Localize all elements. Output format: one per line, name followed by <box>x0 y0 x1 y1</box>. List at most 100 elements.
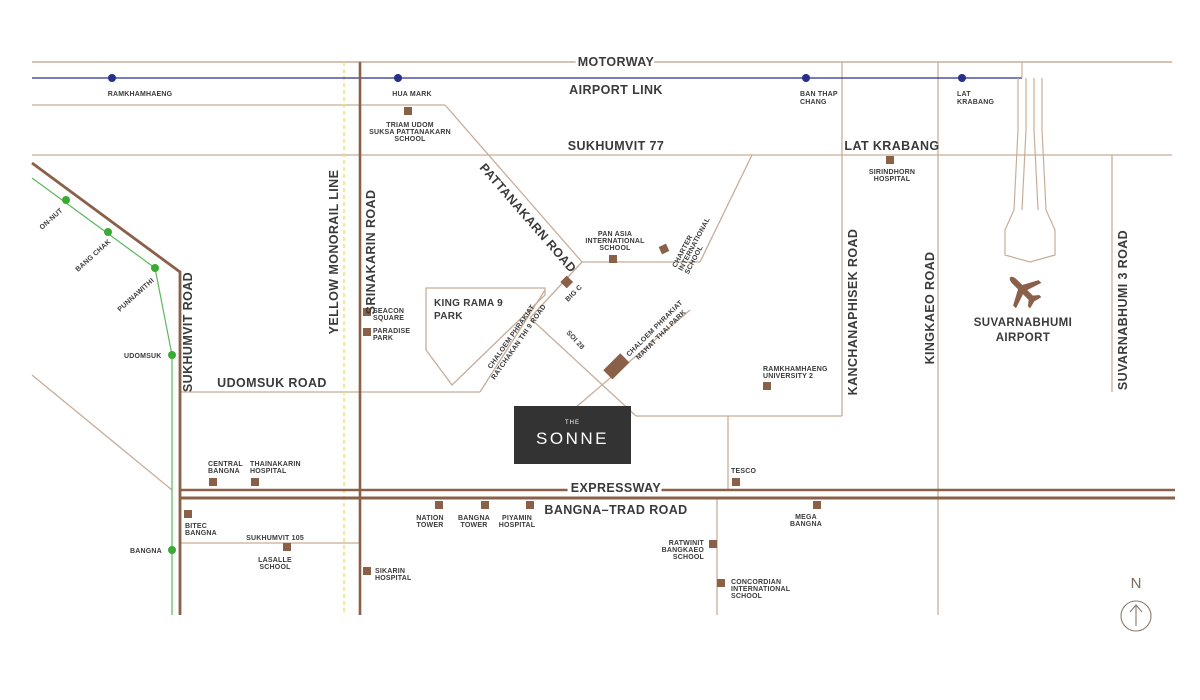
poi-pan-asia-label-2: INTERNATIONAL <box>585 238 645 245</box>
poi-bangna-tower-label-1: BANGNA <box>458 515 490 522</box>
poi-ratwinit-label-2: BANGKAEO <box>662 547 705 554</box>
poi-ratwinit-label-3: SCHOOL <box>673 554 705 561</box>
poi-central-label-2: BANGNA <box>208 468 240 475</box>
chaloem-maha-label-1: CHALOEM PHRAKIAT <box>626 299 685 358</box>
station-on-nut <box>62 196 70 204</box>
soi-28-label: SOI 28 <box>565 330 586 352</box>
poi-paradise-label-1: PARADISE <box>373 328 410 335</box>
poi-paradise-label-2: PARK <box>373 335 393 342</box>
poi-nation-label-1: NATION <box>416 515 444 522</box>
station-udomsuk <box>168 351 176 359</box>
poi-ramkhamhaeng-u2-label-1: RAMKHAMHAENG <box>763 366 828 373</box>
chaloem-maha-road <box>574 309 691 409</box>
lat-krabang-label: LAT KRABANG <box>844 139 939 153</box>
poi-big-c <box>560 275 574 289</box>
poi-seacon <box>363 308 371 316</box>
sukhumvit-105-label: SUKHUMVIT 105 <box>246 535 304 542</box>
poi-bitec-label-1: BITEC <box>185 523 207 530</box>
the-sonne-marker[interactable]: THE SONNE <box>514 406 631 464</box>
airport-label-1: SUVARNABHUMI <box>974 317 1073 329</box>
poi-charter <box>658 243 670 255</box>
poi-concordian-label-1: CONCORDIAN <box>731 579 781 586</box>
station-ramkhamhaeng <box>108 74 116 82</box>
udomsuk-road-label: UDOMSUK ROAD <box>217 376 327 390</box>
major-roads <box>31 62 1175 615</box>
station-punnawithi-label: PUNNAWITHI <box>117 277 156 313</box>
poi-lasalle-label-2: SCHOOL <box>259 564 291 571</box>
station-ban-thap-chang-label-1: BAN THAP <box>800 91 838 98</box>
airport-label-2: AIRPORT <box>996 332 1051 344</box>
station-ban-thap-chang <box>802 74 810 82</box>
poi-piyamin <box>526 501 534 509</box>
poi-thainakarin-label-1: THAINAKARIN <box>250 461 301 468</box>
poi-nation-label-2: TOWER <box>417 522 444 529</box>
yellow-monorail-label: YELLOW MONORAIL LINE <box>327 170 341 335</box>
station-lat-krabang-label-1: LAT <box>957 91 971 98</box>
pattanakarn-road <box>444 104 583 263</box>
compass-label: N <box>1131 575 1142 592</box>
sukhumvit-77-label: SUKHUMVIT 77 <box>568 139 664 153</box>
poi-nation-tower <box>435 501 443 509</box>
pattanakarn-label: PATTANAKARN ROAD <box>477 161 579 276</box>
suvarnabhumi-3-label: SUVARNABHUMI 3 ROAD <box>1116 230 1130 390</box>
station-lat-krabang-label-2: KRABANG <box>957 99 995 106</box>
poi-tesco-label: TESCO <box>731 468 756 475</box>
station-lat-krabang <box>958 74 966 82</box>
soi-28-road <box>529 317 637 417</box>
poi-tesco <box>732 478 740 486</box>
station-bang-chak <box>104 228 112 236</box>
poi-concordian-label-3: SCHOOL <box>731 593 763 600</box>
compass: N <box>1120 575 1152 632</box>
station-udomsuk-label: UDOMSUK <box>124 353 162 360</box>
expressway-label: EXPRESSWAY <box>571 481 662 495</box>
srinakarin-label: SRINAKARIN ROAD <box>364 190 378 315</box>
kingkaeo-label: KINGKAEO ROAD <box>923 252 937 365</box>
kanchanaphisek-label: KANCHANAPHISEK ROAD <box>846 229 860 396</box>
station-punnawithi <box>151 264 159 272</box>
station-ramkhamhaeng-label: RAMKHAMHAENG <box>108 91 173 98</box>
station-bangna-label: BANGNA <box>130 548 162 555</box>
poi-sirindhorn <box>886 156 894 164</box>
poi-bangna-tower <box>481 501 489 509</box>
poi-lasalle <box>283 543 291 551</box>
charter-road <box>699 154 753 263</box>
poi-mega-label-2: BANGNA <box>790 521 822 528</box>
poi-central-bangna <box>209 478 217 486</box>
chaloem-ratchakan-label-2: RATCHAKAN THI 9 ROAD <box>491 304 548 382</box>
poi-concordian <box>717 579 725 587</box>
airport-runway <box>1004 62 1056 263</box>
poi-lasalle-label-1: LASALLE <box>258 557 292 564</box>
poi-bangna-tower-label-2: TOWER <box>461 522 488 529</box>
brand-prefix: THE <box>565 420 580 426</box>
poi-piyamin-label-2: HOSPITAL <box>499 522 536 529</box>
king-rama-9-park-outline <box>425 287 546 386</box>
poi-thainakarin-label-2: HOSPITAL <box>250 468 287 475</box>
poi-pan-asia <box>609 255 617 263</box>
poi-markers <box>184 107 894 587</box>
poi-seacon-label-2: SQUARE <box>373 315 404 322</box>
poi-paradise <box>363 328 371 336</box>
station-hua-mark-label: HUA MARK <box>392 91 431 98</box>
poi-central-label-1: CENTRAL <box>208 461 243 468</box>
poi-pan-asia-label-1: PAN ASIA <box>598 231 632 238</box>
poi-mega-bangna <box>813 501 821 509</box>
poi-seacon-label-1: SEACON <box>373 308 404 315</box>
poi-triam-label-3: SCHOOL <box>394 136 426 143</box>
poi-ratwinit <box>709 540 717 548</box>
poi-pan-asia-label-3: SCHOOL <box>599 245 631 252</box>
station-hua-mark <box>394 74 402 82</box>
airport-link-stations <box>108 74 966 82</box>
poi-bitec <box>184 510 192 518</box>
poi-triam-label-2: SUKSA PATTANAKARN <box>369 129 451 136</box>
station-bangna <box>168 546 176 554</box>
poi-sikarin-label-2: HOSPITAL <box>375 575 412 582</box>
lower-left-road <box>31 374 173 491</box>
poi-ramkhamhaeng-u2-label-2: UNIVERSITY 2 <box>763 373 813 380</box>
airport-link-label: AIRPORT LINK <box>569 83 663 97</box>
chaloem-ratchakan-label-1: CHALOEM PHRAKIAT <box>487 304 537 371</box>
poi-sikarin-label-1: SIKARIN <box>375 568 405 575</box>
poi-triam-label-1: TRIAM UDOM <box>386 122 434 129</box>
poi-triam-udom <box>404 107 412 115</box>
poi-charter-label: CHARTER INTERNATIONAL SCHOOL <box>672 216 712 275</box>
